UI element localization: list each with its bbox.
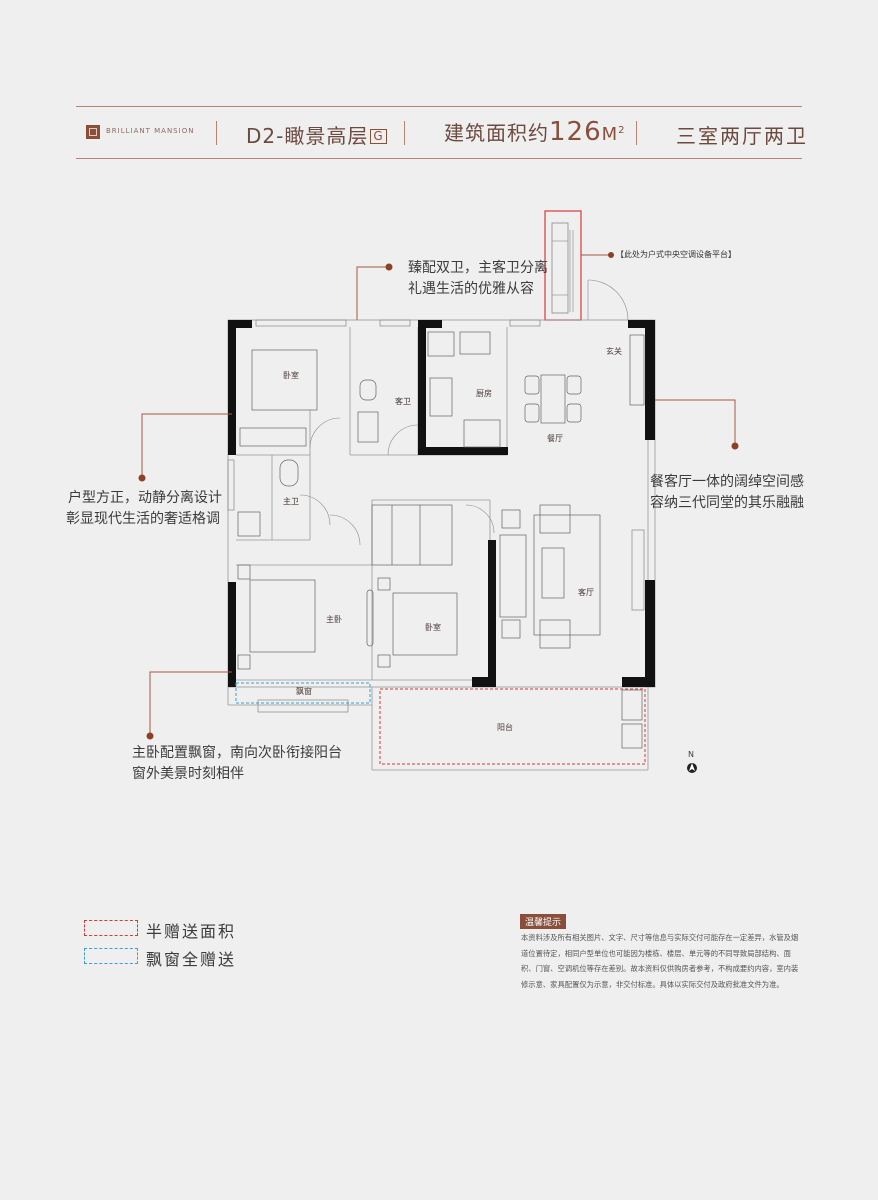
- area-info: 建筑面积约126M2: [444, 117, 626, 147]
- callout-leaders: [141, 266, 736, 736]
- doors: [299, 279, 629, 546]
- callout-layout: 户型方正，动静分离设计 彰显现代生活的奢适格调: [66, 488, 222, 530]
- callout-bath: 臻配双卫，主客卫分离 礼遇生活的优雅从容: [408, 258, 548, 300]
- layout-type: 三室两厅两卫: [676, 124, 808, 148]
- callout-bath-line2: 礼遇生活的优雅从容: [408, 281, 534, 297]
- legend-bay-swatch: [84, 948, 138, 964]
- area-unit: M2: [602, 124, 626, 145]
- unit-badge: G: [370, 129, 387, 144]
- room-label-bedroom-nw: 卧室: [283, 371, 299, 380]
- brand-logo-icon: [86, 125, 100, 139]
- north-label: N: [688, 750, 694, 759]
- structural-walls: [228, 320, 655, 687]
- header-bottom-rule: [76, 158, 802, 159]
- notice-title: 温馨提示: [520, 914, 567, 929]
- windows: [227, 319, 645, 713]
- callout-dining-line1: 餐客厅一体的阔绰空间感: [650, 474, 804, 490]
- room-label-kitchen: 厨房: [476, 389, 492, 398]
- room-label-balcony: 阳台: [497, 723, 513, 732]
- callout-layout-line1: 户型方正，动静分离设计: [68, 490, 222, 506]
- callout-dots: [138, 263, 739, 740]
- header-divider: [216, 121, 217, 145]
- notice-body: 本资料涉及所有相关图片、文字、尺寸等信息与实际交付可能存在一定差异，水管及烟道位…: [521, 933, 799, 989]
- north-arrow-head-icon: [689, 763, 695, 771]
- room-label-bay-window: 飘窗: [296, 687, 312, 696]
- callout-master: 主卧配置飘窗，南向次卧衔接阳台 窗外美景时刻相伴: [132, 743, 342, 785]
- header-divider: [636, 121, 637, 145]
- unit-code-text: D2-瞰景高层: [246, 124, 369, 148]
- header-divider: [404, 121, 405, 145]
- room-label-bedroom-s: 卧室: [425, 623, 441, 632]
- callout-dining-line2: 容纳三代同堂的其乐融融: [650, 495, 804, 511]
- ac-platform: [544, 210, 582, 321]
- callout-dining: 餐客厅一体的阔绰空间感 容纳三代同堂的其乐融融: [650, 472, 804, 514]
- room-label-master-bedroom: 主卧: [326, 615, 342, 624]
- header-top-rule: [76, 106, 802, 107]
- bay-window-area: [235, 682, 371, 704]
- furniture: [237, 331, 645, 749]
- room-label-master-bath: 主卫: [283, 497, 299, 506]
- ac-platform-note: 【此处为户式中央空调设备平台】: [616, 250, 736, 259]
- callout-master-line2: 窗外美景时刻相伴: [132, 766, 244, 782]
- room-label-entry: 玄关: [606, 347, 622, 356]
- ac-dot: [608, 252, 614, 258]
- callout-layout-line2: 彰显现代生活的奢适格调: [66, 511, 220, 527]
- room-label-living: 客厅: [578, 588, 594, 597]
- area-unit-exp: 2: [618, 125, 626, 136]
- callout-bath-line1: 臻配双卫，主客卫分离: [408, 260, 548, 276]
- legend-half-label: 半赠送面积: [146, 922, 237, 941]
- brand-name: BRILLIANT MANSION: [106, 127, 195, 135]
- balcony-area: [379, 688, 646, 765]
- room-label-guest-bath: 客卫: [395, 397, 411, 406]
- area-unit-text: M: [601, 124, 619, 145]
- room-label-dining: 餐厅: [547, 434, 563, 443]
- legend-half-swatch: [84, 920, 138, 936]
- callout-master-line1: 主卧配置飘窗，南向次卧衔接阳台: [132, 745, 342, 761]
- area-value: 126: [549, 117, 602, 147]
- area-label: 建筑面积约: [444, 121, 549, 145]
- legend-bay-label: 飘窗全赠送: [146, 950, 237, 969]
